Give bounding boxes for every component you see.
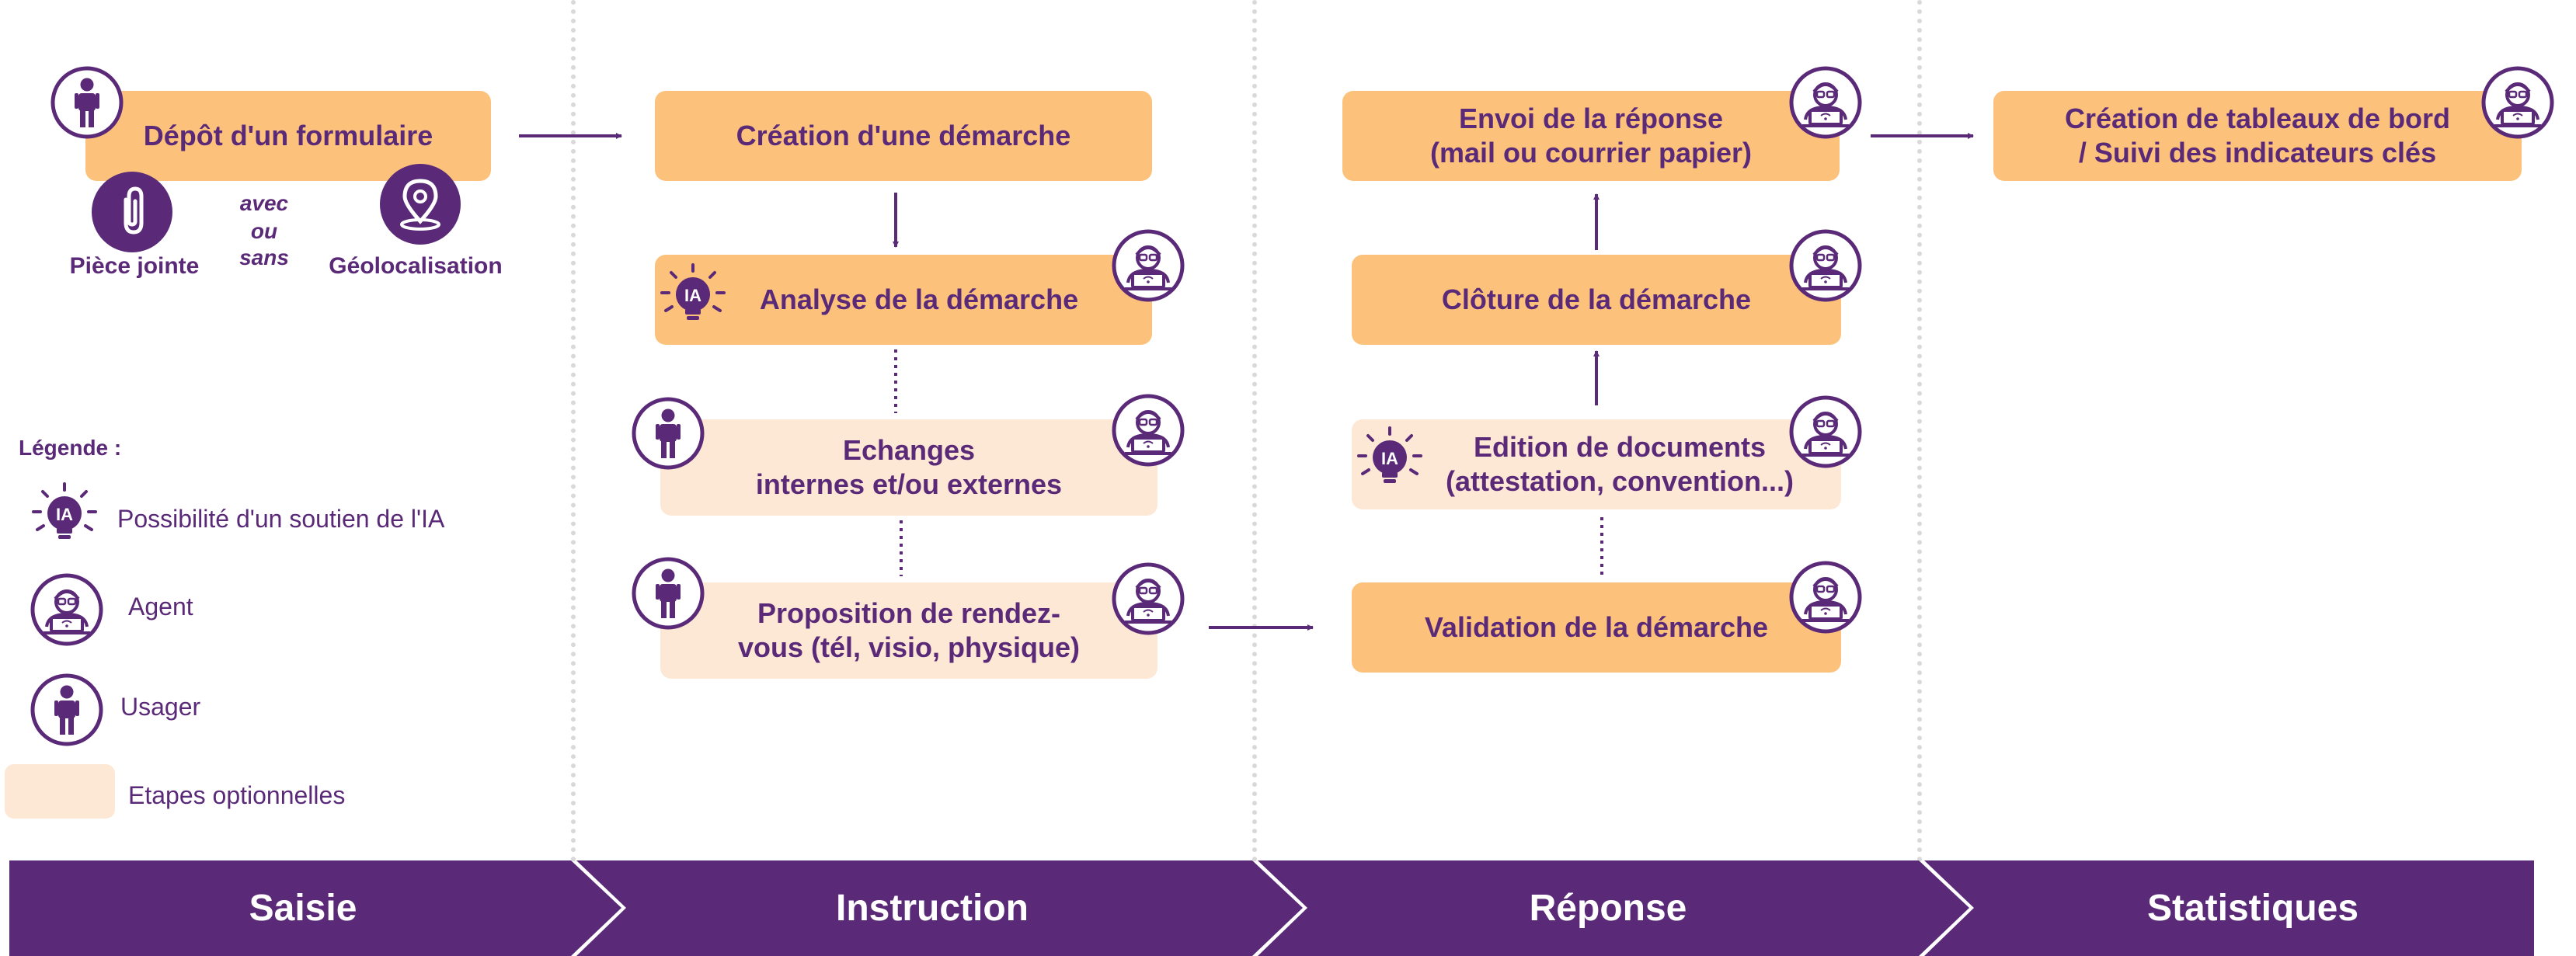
phase-saisie: Saisie: [249, 888, 357, 929]
step-tableaux-line1: Création de tableaux de bord: [2064, 103, 2451, 134]
sans-label: sans: [239, 245, 289, 269]
step-validation-demarche: Validation de la démarche: [1352, 582, 1841, 673]
legend-usager-text: Usager: [120, 693, 201, 721]
column-separator-1: [571, 0, 576, 862]
step-envoi-line2: (mail ou courrier papier): [1429, 137, 1753, 169]
location-pin-icon: [380, 164, 461, 245]
step-proposition-rdv: Proposition de rendez- vous (tél, visio,…: [660, 582, 1157, 679]
step-validation-label: Validation de la démarche: [1424, 611, 1769, 643]
phase-statistiques: Statistiques: [2146, 888, 2359, 929]
step-depot-label: Dépôt d'un formulaire: [143, 120, 433, 151]
geolocalisation-label: Géolocalisation: [329, 253, 503, 279]
step-tableaux-de-bord: Création de tableaux de bord / Suivi des…: [1993, 91, 2522, 181]
avec-label: avec: [239, 191, 289, 215]
step-echanges: Echanges internes et/ou externes: [660, 419, 1157, 516]
step-cloture-label: Clôture de la démarche: [1441, 283, 1752, 315]
step-cloture-demarche: Clôture de la démarche: [1352, 255, 1841, 345]
step-analyse-label: Analyse de la démarche: [759, 283, 1079, 315]
phase-reponse: Réponse: [1529, 888, 1687, 929]
piece-jointe-label: Pièce jointe: [69, 253, 200, 279]
ou-label: ou: [250, 219, 278, 243]
legend-ia-text: Possibilité d'un soutien de l'IA: [117, 505, 445, 533]
step-echanges-line1: Echanges: [842, 434, 976, 466]
step-creation-demarche: Création d'une démarche: [655, 91, 1152, 181]
step-edition-documents: Edition de documents (attestation, conve…: [1352, 419, 1841, 509]
legend-optional-swatch: [5, 764, 115, 819]
step-proposition-line2: vous (tél, visio, physique): [737, 631, 1081, 663]
step-proposition-line1: Proposition de rendez-: [757, 597, 1061, 629]
step-analyse-demarche: Analyse de la démarche: [655, 255, 1152, 345]
legend-agent-text: Agent: [128, 593, 193, 621]
legend-title: Légende :: [19, 436, 122, 460]
step-creation-label: Création d'une démarche: [736, 120, 1071, 151]
step-echanges-line2: internes et/ou externes: [755, 468, 1063, 500]
legend-optional-text: Etapes optionnelles: [128, 781, 346, 809]
phase-instruction: Instruction: [836, 888, 1029, 929]
step-envoi-reponse: Envoi de la réponse (mail ou courrier pa…: [1342, 91, 1840, 181]
paperclip-icon: [92, 172, 172, 252]
column-separator-2: [1252, 0, 1257, 862]
step-tableaux-line2: / Suivi des indicateurs clés: [2078, 137, 2437, 169]
step-edition-line2: (attestation, convention...): [1445, 465, 1794, 497]
step-edition-line1: Edition de documents: [1473, 431, 1766, 463]
column-separator-3: [1917, 0, 1922, 862]
step-envoi-line1: Envoi de la réponse: [1458, 103, 1724, 134]
phase-banner: [9, 860, 2534, 956]
